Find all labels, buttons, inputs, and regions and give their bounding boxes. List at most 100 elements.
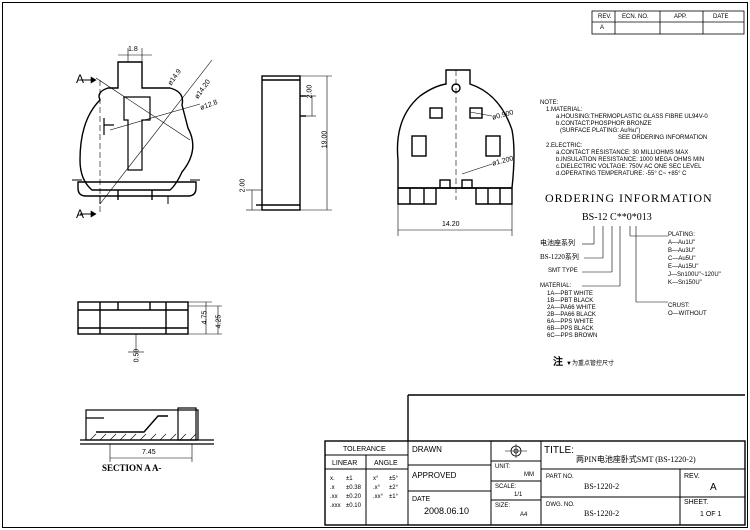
sheet-value: 1 OF 1 — [700, 511, 722, 518]
ordering-plating-1: A—Au1U" — [668, 240, 696, 246]
dwg-no-label: DWG. NO. — [546, 502, 575, 508]
rev-value: A — [710, 482, 717, 493]
title-block-lines — [324, 394, 746, 526]
tolerance-linear-label: LINEAR — [332, 460, 358, 467]
lin-row-2-key: .x — [330, 485, 335, 491]
rev-label: REV. — [684, 473, 700, 480]
notes-electric-line-1: a.CONTACT RESISTANCE: 30 MILLIOHMS MAX — [556, 150, 689, 156]
ordering-plating-5: J—Sn100U"~120U" — [668, 272, 721, 278]
notes-material-line-2: b.CONTACT:PHOSPHOR BRONZE — [556, 121, 652, 127]
dim-side-top: 2.00 — [306, 84, 314, 99]
ordering-material-5: 6A—PPS WHITE — [547, 319, 594, 325]
bottom-view-dims — [397, 70, 513, 236]
dim-side-height: 19.00 — [321, 130, 329, 149]
dwg-no-value: BS-1220-2 — [584, 509, 620, 518]
lin-row-4-key: .xxx — [330, 503, 341, 509]
ordering-code: BS-12 C**0*013 — [582, 212, 652, 223]
tolerance-angle-label: ANGLE — [374, 460, 398, 467]
ang-row-1-val: ±5° — [389, 476, 399, 482]
date-value: 2008.06.10 — [424, 506, 470, 516]
ordering-material-1: 1A—PBT WHITE — [547, 291, 593, 297]
ang-row-2-key: .x° — [373, 485, 381, 491]
scale-label: SCALE: — [495, 484, 517, 490]
title-label: TITLE: — [544, 445, 575, 456]
ordering-plating-6: K—Sn150U" — [668, 280, 702, 286]
ordering-material-title: MATERIAL: — [540, 283, 572, 289]
ordering-plating-3: C—Au5U" — [668, 256, 696, 262]
rev-row-value: A — [600, 25, 605, 31]
notes-electric-line-3: c.DIELECTRIC VOLTAGE: 750V AC ONE SEC LE… — [556, 164, 702, 170]
ordering-label-series-cn: 电池座系列 — [540, 239, 575, 247]
section-view-drawing — [80, 407, 214, 445]
side-view-drawing — [256, 75, 306, 211]
dim-profile-outer: 4.75 — [201, 310, 209, 325]
profile-view-drawing — [77, 301, 189, 335]
notes-material-line-3: (SURFACE PLATING: Au%u") — [560, 128, 641, 134]
part-no-label: PART NO. — [546, 474, 574, 480]
lin-row-4-val: ±0.10 — [346, 503, 361, 509]
notes-material-line-4: SEE ORDERING INFORMATION — [618, 135, 708, 141]
ecn-header: ECN. NO. — [622, 14, 649, 20]
footnote-text: ▼为重点管控尺寸 — [566, 361, 614, 367]
ordering-plating-title: PLATING: — [668, 232, 695, 238]
ordering-material-2: 1B—PBT BLACK — [547, 298, 594, 304]
title-value: 两PIN电池座卧式SMT (BS-1220-2) — [576, 455, 696, 464]
ang-row-3-val: ±1° — [389, 494, 399, 500]
ordering-material-4: 2B—PA66 BLACK — [547, 312, 596, 318]
date-label: DATE — [412, 496, 431, 503]
notes-electric-line-4: d.OPERATING TEMPERATURE: -55° C~ +85° C — [556, 171, 687, 177]
sheet-label: SHEET. — [684, 499, 709, 506]
drawn-label: DRAWN — [412, 445, 442, 454]
section-marker-top: A — [76, 72, 85, 86]
ordering-plating-4: E—Au15U" — [668, 264, 699, 270]
ordering-crust-title: CRUST: — [668, 303, 690, 309]
ang-row-1-key: x° — [373, 476, 379, 482]
front-view-drawing — [72, 61, 200, 204]
ordering-leaders — [582, 226, 668, 303]
side-view-dims — [246, 75, 332, 211]
ordering-label-series: BS-1220系列 — [540, 253, 579, 261]
section-view-dims — [109, 444, 193, 462]
rev-header: REV. — [598, 14, 612, 20]
section-hatch — [89, 433, 197, 441]
ordering-heading: ORDERING INFORMATION — [545, 191, 713, 205]
notes-heading: NOTE: — [540, 100, 559, 106]
dim-profile-foot: 0.50 — [133, 348, 141, 363]
profile-view-dims — [128, 301, 222, 353]
section-label: SECTION A A- — [102, 463, 162, 473]
notes-electric-line-2: b.INSULATION RESISTANCE: 1000 MEGA OHMS … — [556, 157, 705, 163]
dim-width-top: 1.8 — [128, 46, 138, 53]
ordering-material-3: 2A—PA66 WHITE — [547, 305, 596, 311]
unit-value: MM — [524, 472, 534, 478]
app-header: APP. — [674, 14, 687, 20]
lin-row-3-key: .xx — [330, 494, 338, 500]
notes-material-title: 1.MATERIAL: — [546, 107, 583, 113]
scale-value: 1/1 — [514, 492, 523, 498]
section-marker-bottom: A — [76, 207, 85, 221]
bottom-view-drawing — [396, 69, 515, 205]
dim-section-length: 7.45 — [142, 449, 156, 456]
notes-electric-title: 2.ELECTRIC: — [546, 143, 583, 149]
unit-label: UNIT: — [495, 464, 510, 470]
date-header: DATE — [713, 14, 729, 20]
ordering-material-7: 6C—PPS BROWN — [547, 333, 598, 339]
ordering-crust-1: O—WITHOUT — [668, 311, 707, 317]
approved-label: APPROVED — [412, 471, 457, 480]
footnote-mark: 注 — [553, 357, 563, 368]
ordering-label-smt: SMT TYPE — [548, 268, 578, 274]
lin-row-2-val: ±0.38 — [346, 485, 361, 491]
dim-bottom-width: 14.20 — [442, 221, 460, 228]
ang-row-2-val: ±2° — [389, 485, 399, 491]
ordering-material-6: 6B—PPS BLACK — [547, 326, 594, 332]
part-no-value: BS-1220-2 — [584, 482, 620, 491]
ang-row-3-key: .xx° — [373, 494, 384, 500]
dim-profile-inner: 4.25 — [215, 314, 223, 329]
lin-row-1-val: ±1 — [346, 476, 353, 482]
size-value: A4 — [520, 512, 528, 518]
lin-row-1-key: x. — [330, 476, 335, 482]
notes-material-line-1: a.HOUSING:THERMOPLASTIC GLASS FIBRE UL94… — [556, 114, 708, 120]
revision-table-lines — [591, 10, 745, 35]
